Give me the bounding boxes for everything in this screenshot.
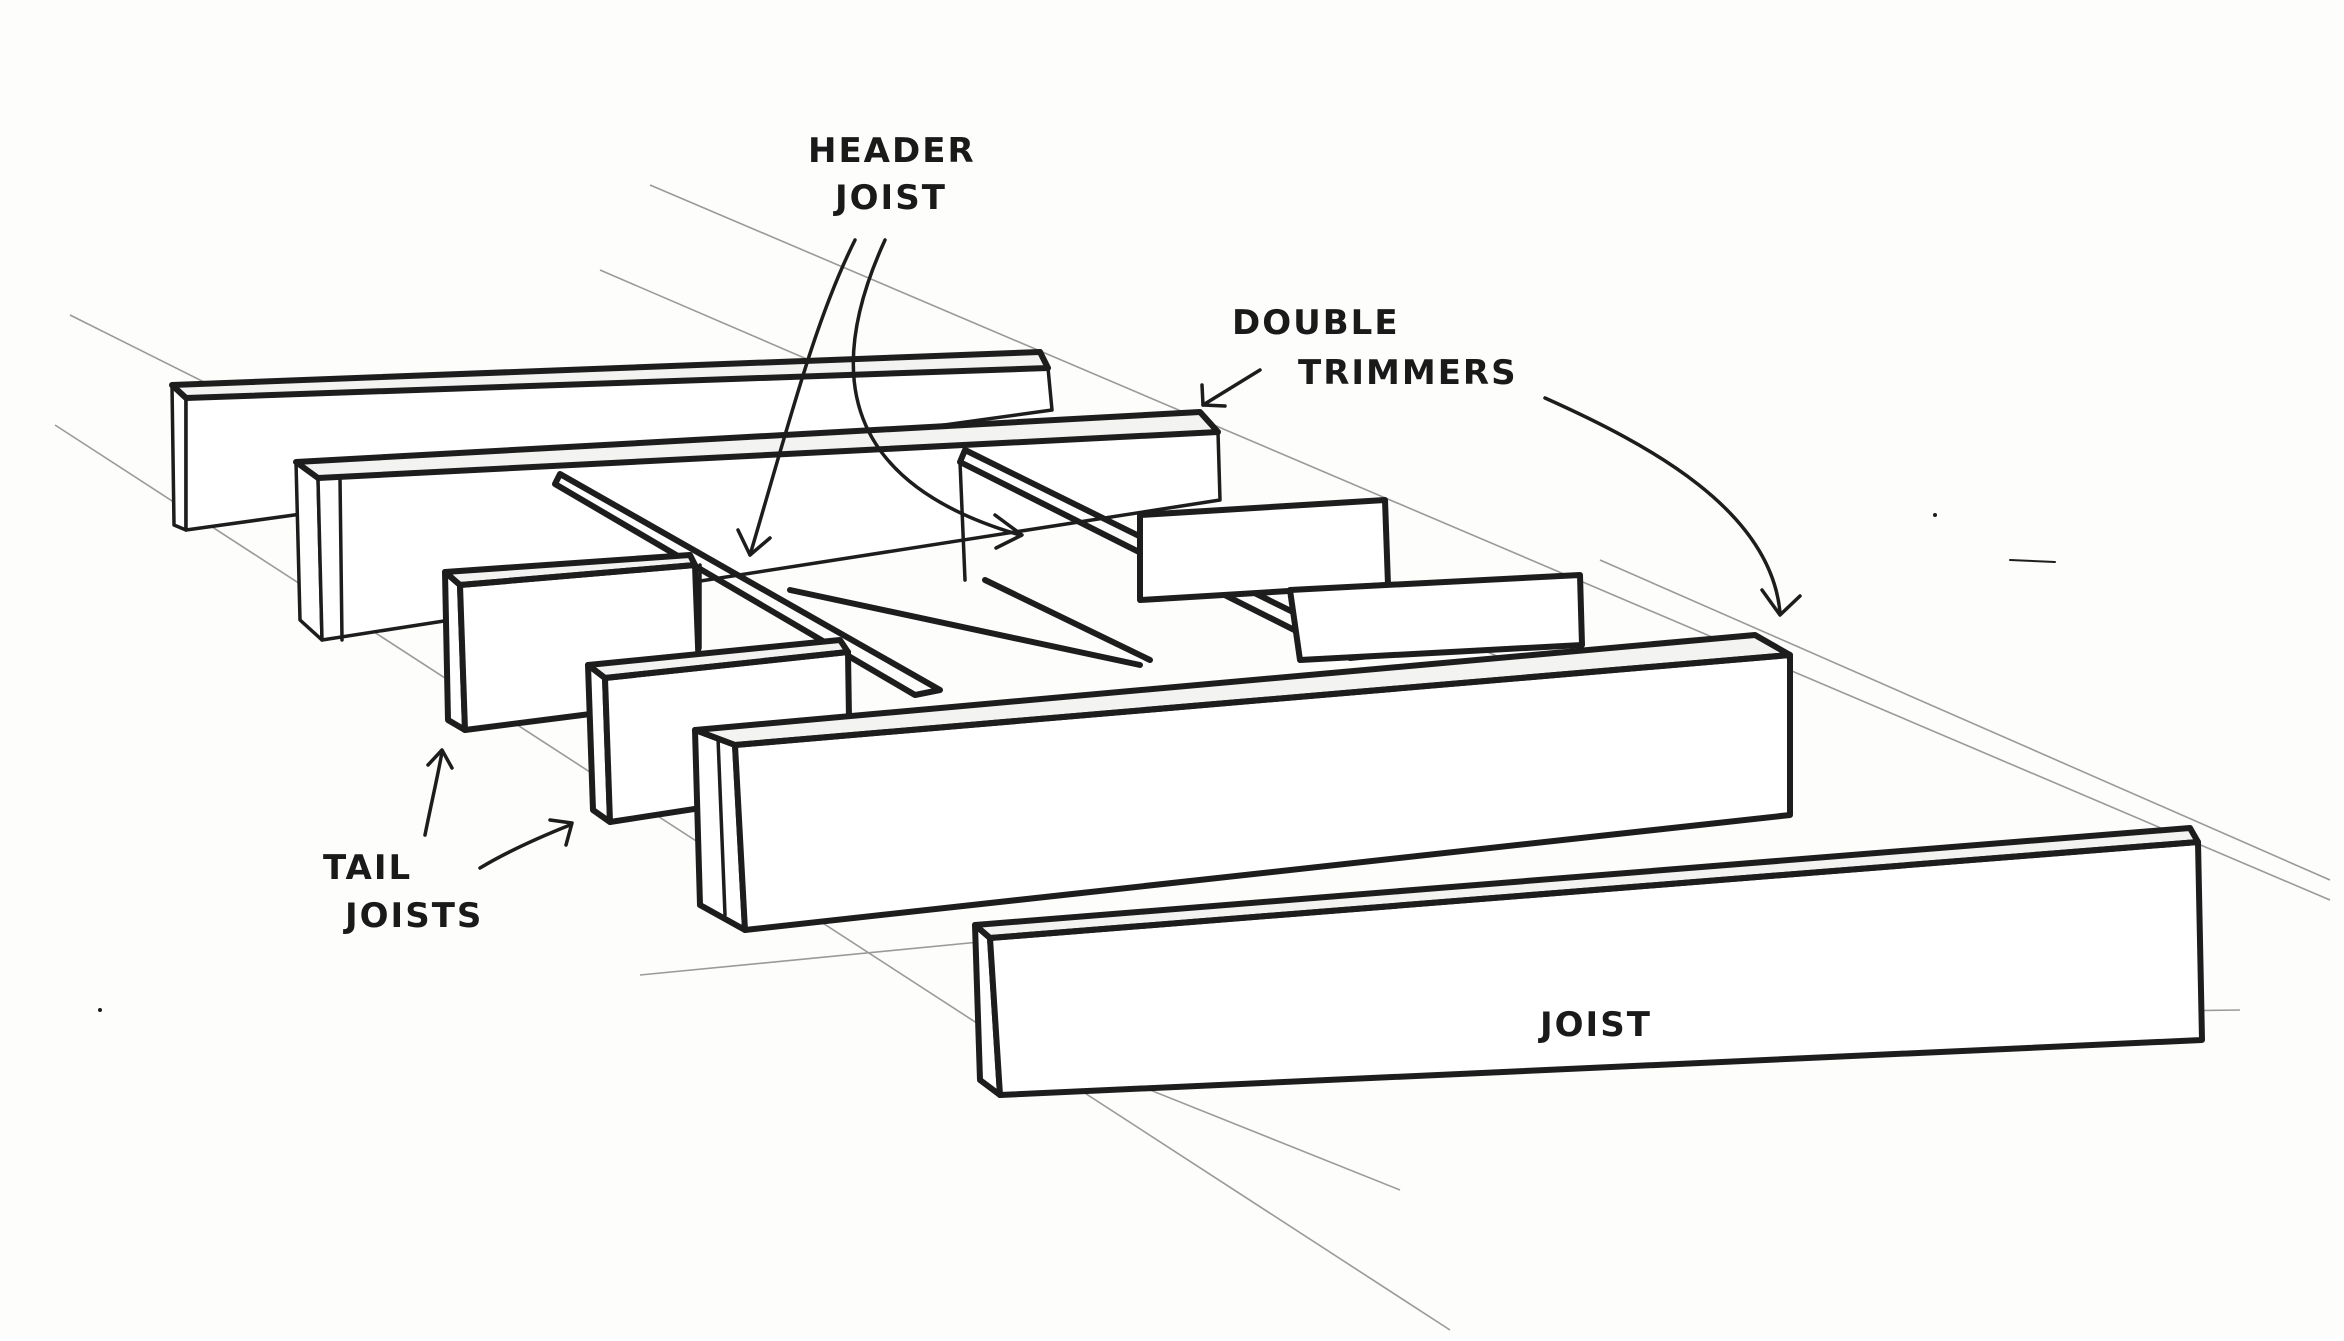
header-joist-label-line1: HEADER bbox=[808, 131, 976, 171]
joist-label: JOIST bbox=[1540, 1005, 1652, 1045]
header-joist-label-line2: JOIST bbox=[835, 178, 947, 218]
arrowhead-header-left bbox=[736, 528, 772, 557]
arrowhead-tail-1 bbox=[426, 748, 454, 770]
double-trimmers-label-line2: TRIMMERS bbox=[1298, 353, 1518, 393]
arrowhead-trimmers-left bbox=[1200, 383, 1227, 408]
front-joist bbox=[972, 825, 2205, 1098]
tail-joists-label-line1: TAIL bbox=[323, 848, 413, 888]
arrowhead-tail-2 bbox=[548, 818, 574, 847]
arrows bbox=[423, 238, 1802, 870]
arrow-tail-1 bbox=[423, 750, 444, 837]
arrow-tail-2 bbox=[478, 823, 572, 870]
arrow-trimmers-left bbox=[1201, 368, 1262, 407]
tail-joists-label-line2: JOISTS bbox=[345, 896, 484, 936]
arrow-header-right bbox=[851, 238, 1022, 537]
stray-marks bbox=[98, 513, 2056, 1012]
double-trimmers-label-line1: DOUBLE bbox=[1232, 303, 1400, 343]
arrow-trimmers-right bbox=[1543, 396, 1782, 614]
rear-tail-blocks bbox=[1137, 497, 1585, 663]
arrow-header-left bbox=[748, 238, 857, 557]
arrowhead-trimmers-right bbox=[1760, 588, 1802, 617]
front-trimmer-joist bbox=[692, 632, 1793, 933]
arrowhead-header-right bbox=[993, 513, 1024, 550]
